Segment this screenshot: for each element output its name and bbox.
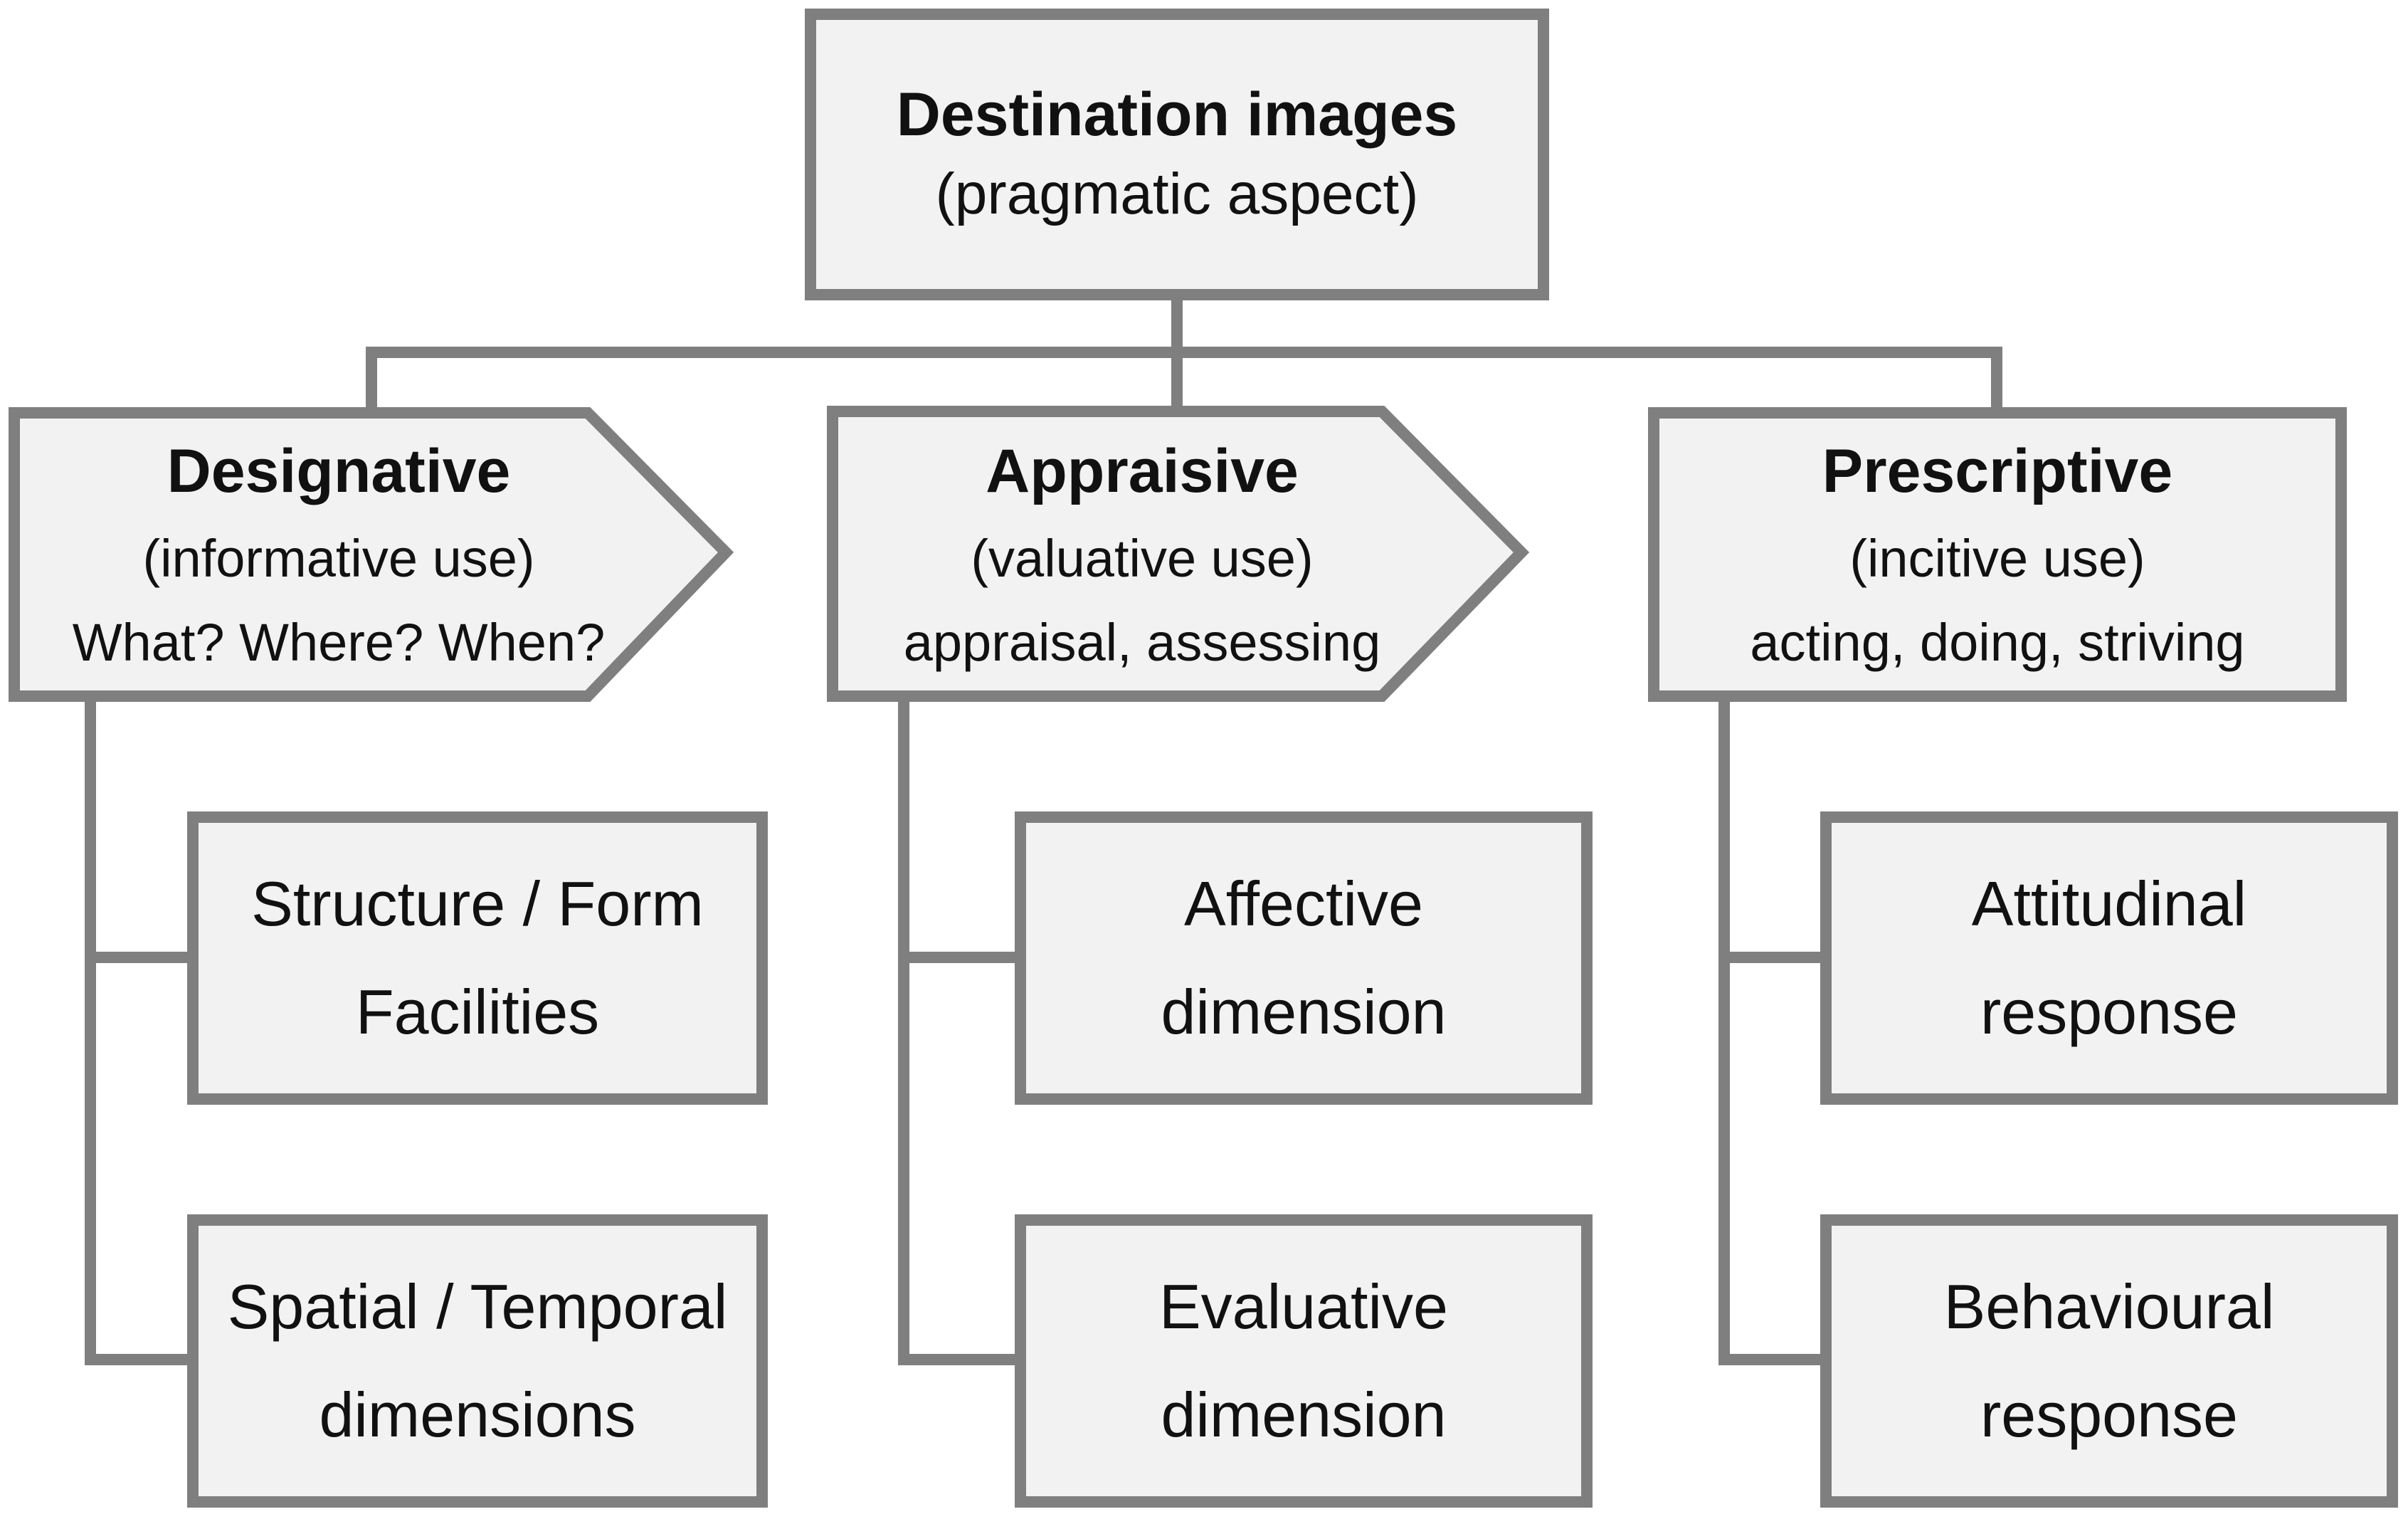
prescriptive-child2-box	[1820, 1214, 2398, 1508]
category-title: Appraisive	[986, 437, 1299, 505]
leaf-line2: Facilities	[355, 977, 600, 1047]
leaf-line2: dimension	[1161, 977, 1447, 1047]
appraisive-child1-label: Affective dimension	[1026, 823, 1581, 1093]
connector-root-bar	[366, 347, 2002, 409]
root-label: Destination images (pragmatic aspect)	[816, 20, 1538, 289]
category-subtitle: (valuative use)	[971, 529, 1314, 588]
leaf-line1: Behavioural	[1943, 1271, 2275, 1342]
leaf-line1: Attitudinal	[1971, 868, 2247, 939]
prescriptive-child2-label: Behavioural response	[1832, 1226, 2387, 1496]
root-box	[805, 9, 1549, 300]
category-subtitle: (informative use)	[142, 529, 535, 588]
leaf-line2: response	[1980, 1380, 2238, 1450]
leaf-line2: dimensions	[319, 1380, 636, 1450]
designative-child1-box	[187, 811, 768, 1105]
designative-child2-label: Spatial / Temporal dimensions	[199, 1226, 756, 1496]
designative-label: Designative (informative use) What? Wher…	[20, 420, 658, 690]
category-description: What? Where? When?	[72, 613, 606, 672]
leaf-line2: dimension	[1161, 1380, 1447, 1450]
designative-child1-label: Structure / Form Facilities	[199, 823, 756, 1093]
root-subtitle: (pragmatic aspect)	[935, 162, 1419, 226]
designative-box	[9, 407, 734, 702]
category-description: acting, doing, striving	[1750, 613, 2245, 672]
leaf-line1: Affective	[1184, 868, 1423, 939]
appraisive-child1-box	[1015, 811, 1593, 1105]
category-title: Designative	[167, 437, 511, 505]
prescriptive-child1-box	[1820, 811, 2398, 1105]
appraisive-box	[827, 406, 1530, 702]
leaf-line1: Structure / Form	[251, 868, 704, 939]
prescriptive-child1-label: Attitudinal response	[1832, 823, 2387, 1093]
designative-child2-box	[187, 1214, 768, 1508]
leaf-line2: response	[1980, 977, 2238, 1047]
appraisive-child2-label: Evaluative dimension	[1026, 1226, 1581, 1496]
leaf-line1: Spatial / Temporal	[227, 1271, 728, 1342]
appraisive-label: Appraisive (valuative use) appraisal, as…	[838, 420, 1446, 690]
prescriptive-label: Prescriptive (incitive use) acting, doin…	[1659, 420, 2335, 690]
category-title: Prescriptive	[1822, 437, 2173, 505]
appraisive-child2-box	[1015, 1214, 1593, 1508]
leaf-line1: Evaluative	[1158, 1271, 1448, 1342]
connector-appraisive-children	[898, 698, 1020, 1365]
category-description: appraisal, assessing	[903, 613, 1381, 672]
root-title: Destination images	[896, 80, 1458, 149]
connector-designative-children	[85, 698, 193, 1365]
connector-prescriptive-children	[1718, 698, 1826, 1365]
prescriptive-box	[1648, 407, 2347, 702]
category-subtitle: (incitive use)	[1849, 529, 2145, 588]
